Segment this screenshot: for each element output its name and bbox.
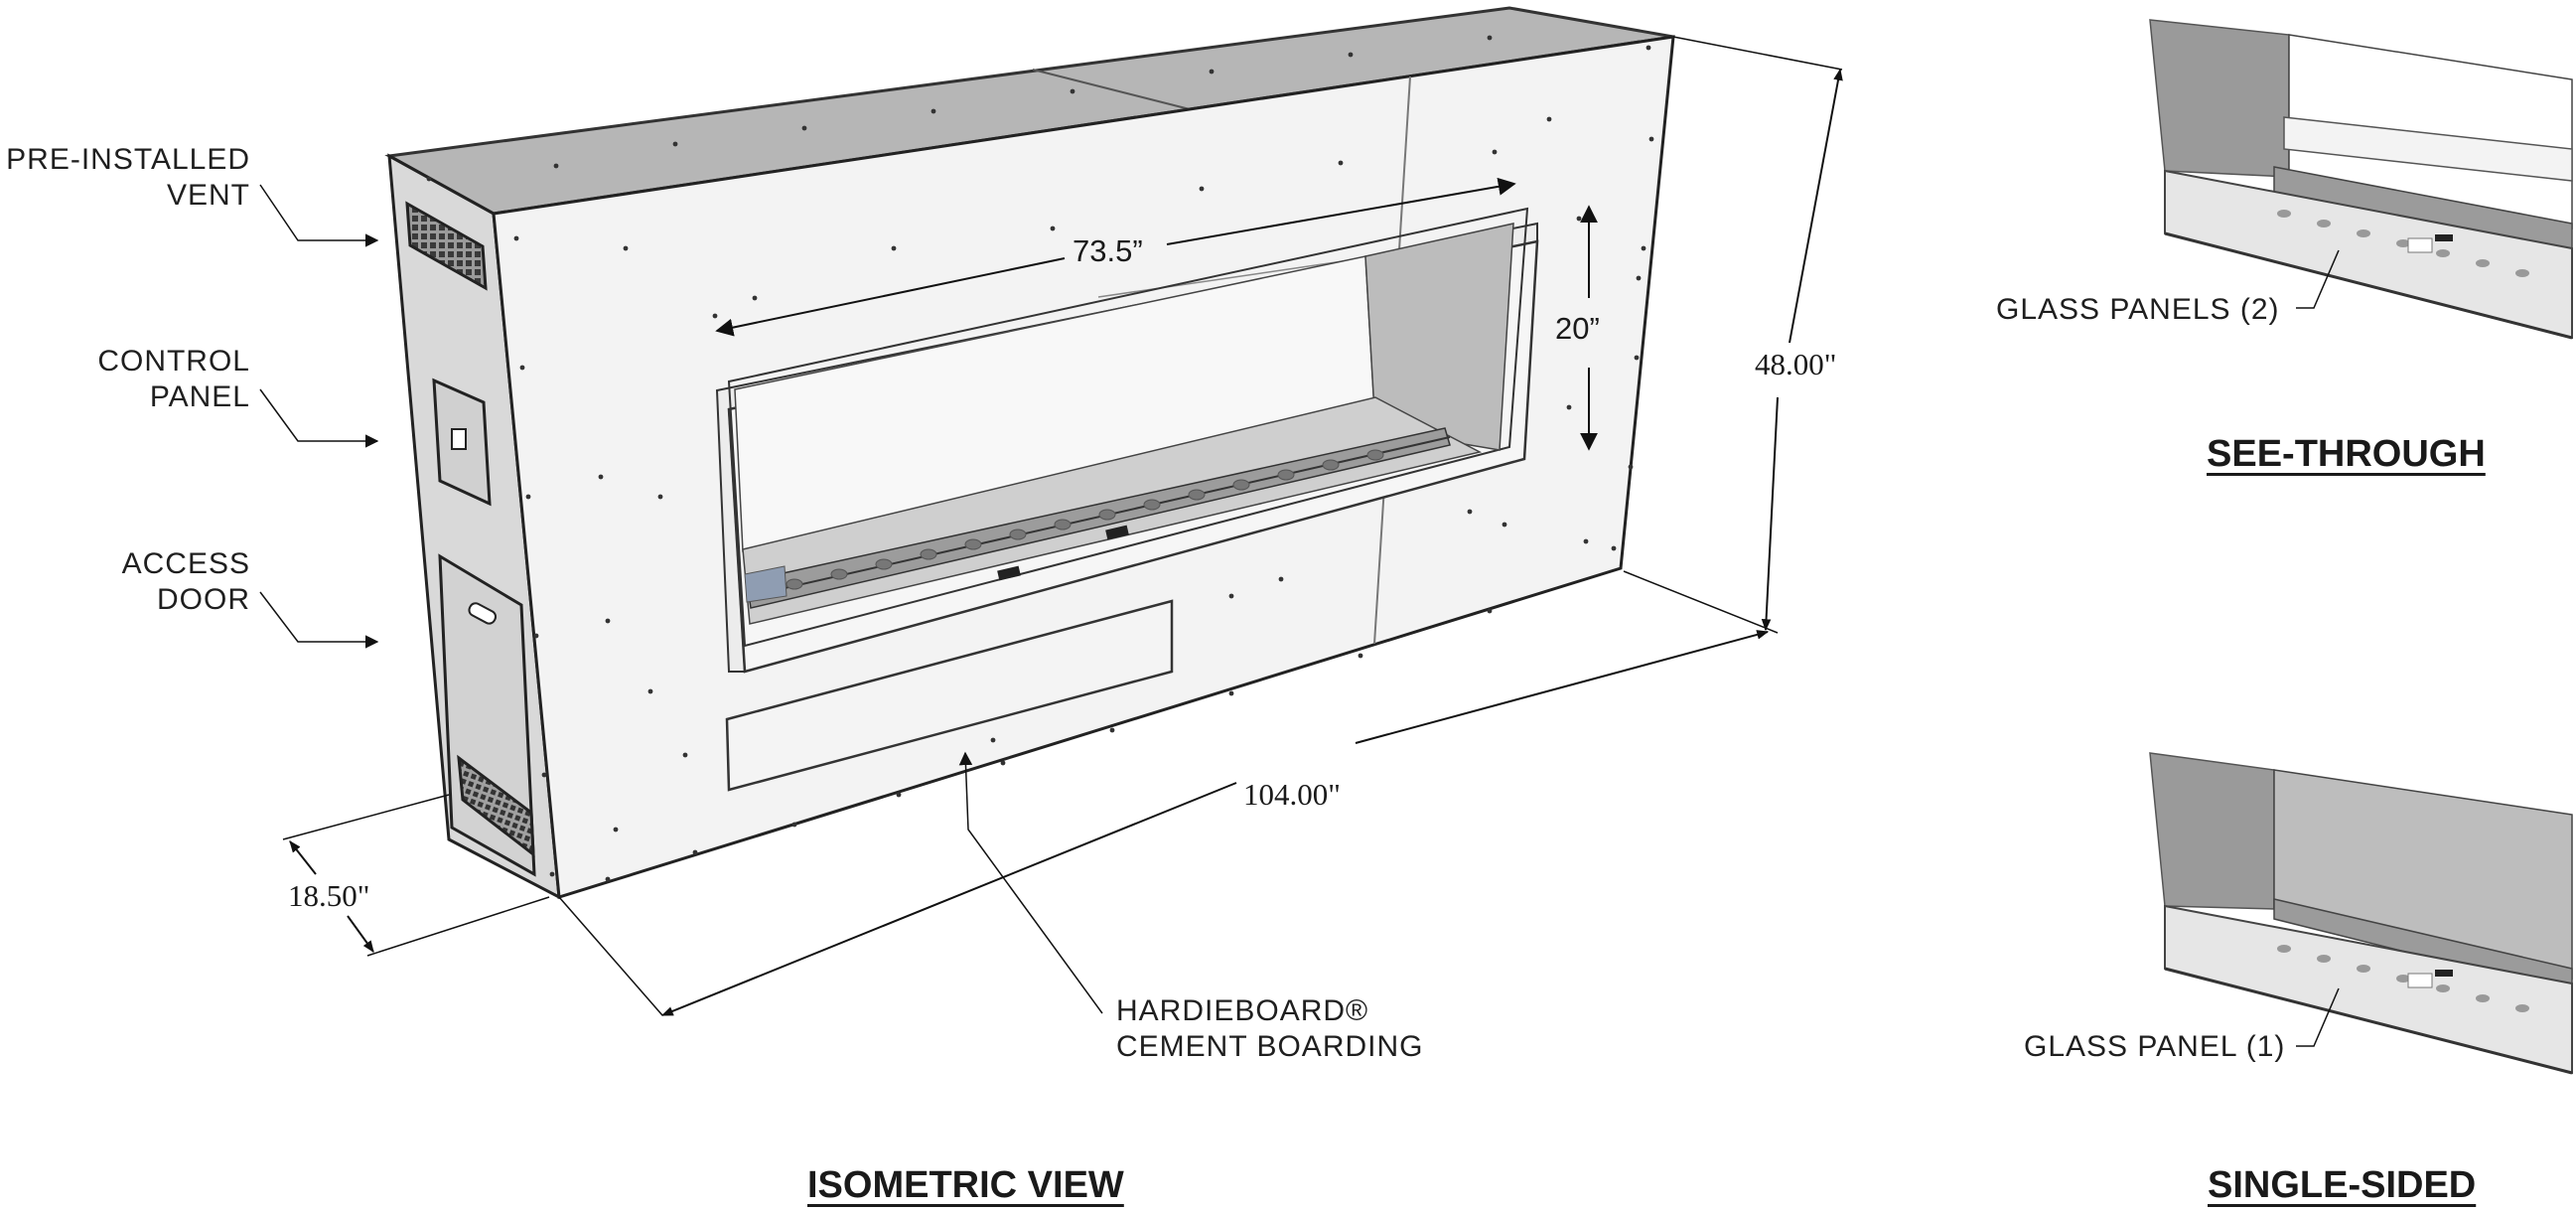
- board-callout: HARDIEBOARD® CEMENT BOARDING: [1116, 993, 1423, 1065]
- depth-dimension: 18.50": [288, 878, 370, 913]
- see-through-thumbnail: [2149, 19, 2573, 340]
- callout-leaders: [259, 184, 1103, 1014]
- opening-width-dimension: 73.5”: [1073, 233, 1143, 268]
- height-dimension: 48.00": [1755, 347, 1837, 381]
- width-dimension: 104.00": [1243, 777, 1341, 812]
- see-through-title: SEE-THROUGH: [2207, 433, 2486, 475]
- access-door-callout-line1: ACCESS: [121, 547, 250, 580]
- control-panel-callout-line1: CONTROL: [97, 345, 250, 378]
- lower-panel: [725, 599, 1174, 792]
- vent-callout-line2: VENT: [166, 179, 250, 212]
- isometric-view-title: ISOMETRIC VIEW: [807, 1164, 1124, 1206]
- control-panel-callout-line2: PANEL: [149, 380, 250, 413]
- access-door-callout: ACCESS DOOR: [0, 546, 250, 618]
- single-sided-glass-label: GLASS PANEL (1): [2024, 1030, 2286, 1063]
- vent-callout: PRE-INSTALLED VENT: [0, 142, 250, 214]
- lower-vent: [457, 754, 535, 858]
- see-through-glass-label: GLASS PANELS (2): [1996, 293, 2280, 326]
- single-sided-thumbnail: [2149, 752, 2573, 1075]
- isometric-unit: [384, 6, 1675, 900]
- opening-height-dimension: 20”: [1555, 311, 1600, 346]
- board-callout-line1: HARDIEBOARD®: [1116, 994, 1369, 1027]
- board-callout-line2: CEMENT BOARDING: [1116, 1030, 1424, 1063]
- pre-installed-vent: [405, 201, 488, 291]
- vent-callout-line1: PRE-INSTALLED: [6, 143, 250, 176]
- control-panel-callout: CONTROL PANEL: [0, 344, 250, 415]
- single-sided-title: SINGLE-SIDED: [2208, 1164, 2477, 1206]
- dimension-lines: [282, 36, 1843, 1016]
- access-door-callout-line2: DOOR: [157, 583, 250, 616]
